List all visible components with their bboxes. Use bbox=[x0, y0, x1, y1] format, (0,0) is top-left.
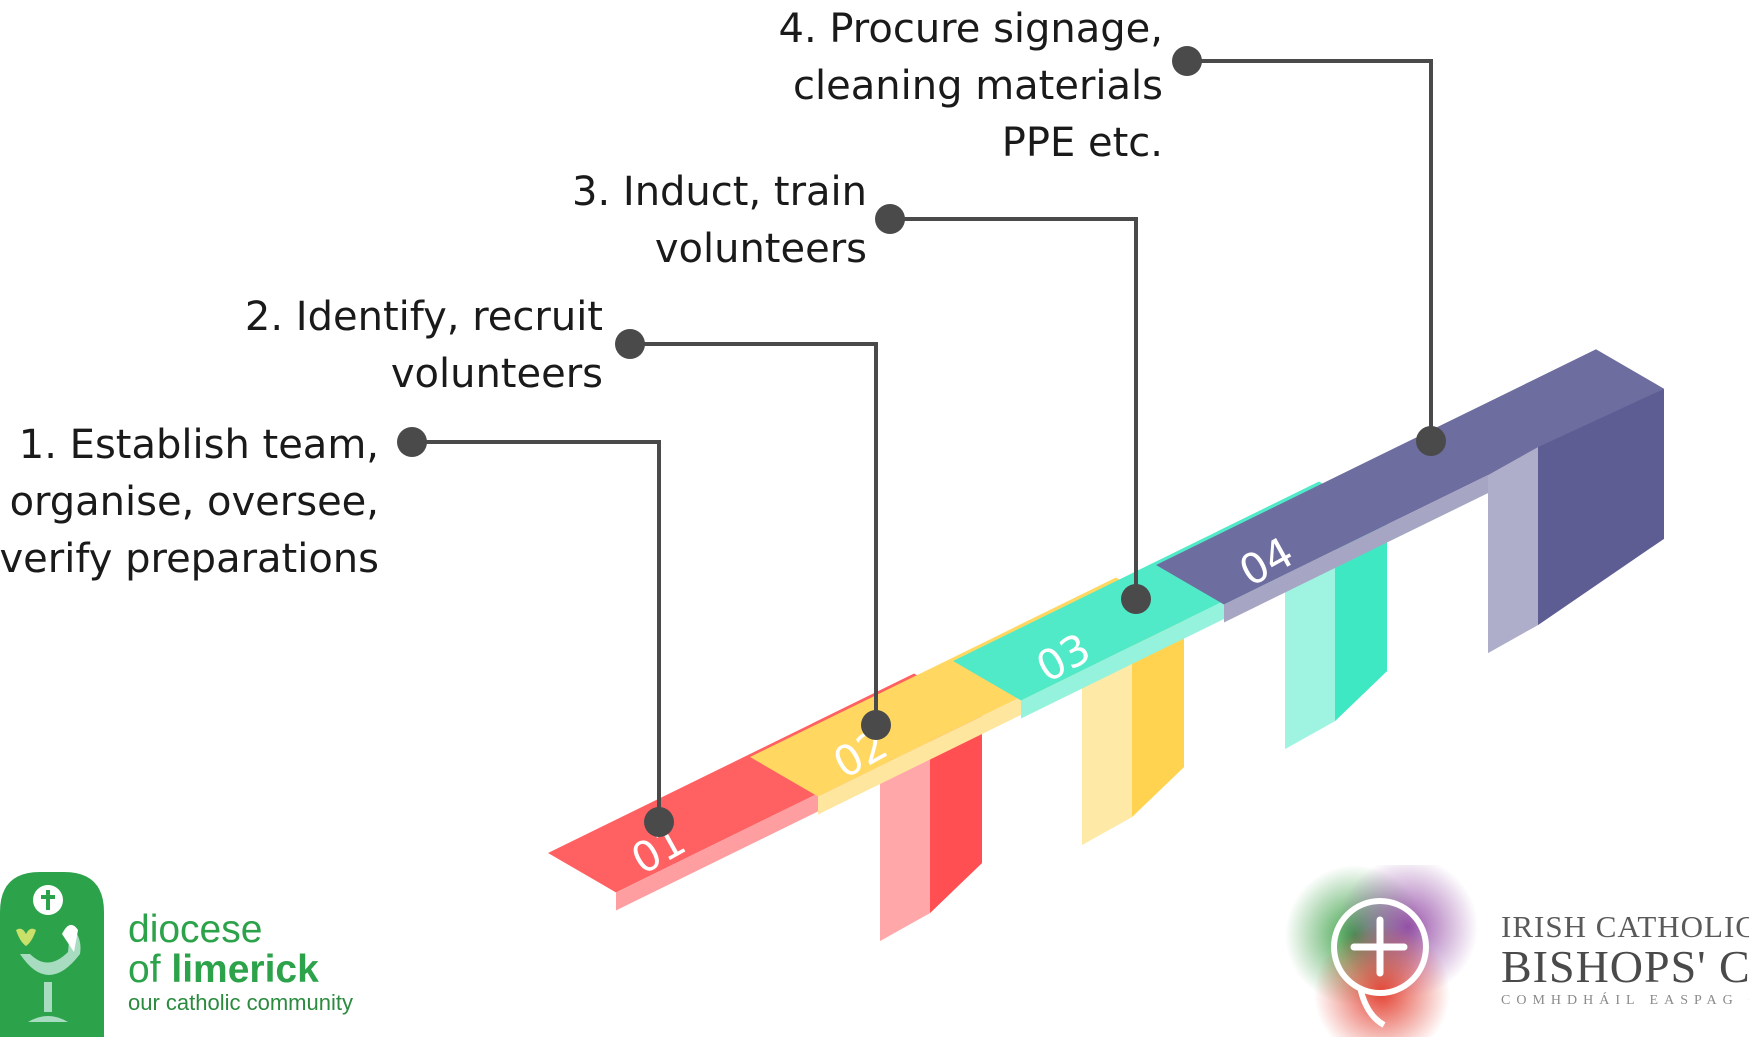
step-2-block-dot bbox=[861, 710, 891, 740]
step-4-connector-line bbox=[1187, 59, 1433, 441]
step-1-side-face bbox=[930, 713, 982, 914]
step-4-side-face bbox=[1538, 388, 1664, 626]
step-3-riser-face bbox=[1285, 543, 1335, 750]
step-2-riser-face bbox=[1082, 639, 1132, 846]
bishops-line3: COMHDHÁIL EASPAG CAITLICEACH ÉIREANN bbox=[1501, 993, 1749, 1008]
step-3-connector-line bbox=[890, 217, 1138, 599]
irish-catholic-bishops-logo: IRISH CATHOLIC BISHOPS' CONFERENCE COMHD… bbox=[1280, 865, 1749, 1037]
step-1-block-dot bbox=[644, 807, 674, 837]
step-4-top-face bbox=[1156, 349, 1664, 605]
bishops-line1: IRISH CATHOLIC bbox=[1501, 909, 1749, 944]
step-1-label-dot bbox=[397, 427, 427, 457]
bishops-line2: BISHOPS' CONFERENCE bbox=[1501, 941, 1749, 992]
diocese-of-limerick-logo: diocese of limerick our catholic communi… bbox=[0, 870, 400, 1037]
step-1-riser-face bbox=[880, 735, 930, 942]
cross-emblem-icon bbox=[1285, 865, 1478, 1037]
step-4-label-dot bbox=[1172, 46, 1202, 76]
limerick-tagline: our catholic community bbox=[128, 990, 353, 1015]
step-1-connector-line bbox=[412, 440, 661, 822]
step-2-connector-line bbox=[630, 342, 878, 725]
step-3-label-dot bbox=[875, 204, 905, 234]
limerick-line1: diocese bbox=[128, 908, 263, 951]
step-2-side-face bbox=[1132, 617, 1184, 818]
step-4-block-dot bbox=[1416, 426, 1446, 456]
step-1-label: 1. Establish team,organise, oversee,veri… bbox=[0, 422, 379, 582]
chalice-icon bbox=[0, 872, 104, 1037]
step-4-riser-face bbox=[1488, 447, 1538, 654]
step-3-block-dot bbox=[1121, 584, 1151, 614]
step-2-label-dot bbox=[615, 329, 645, 359]
limerick-line2: of limerick bbox=[128, 948, 319, 991]
step-3-side-face bbox=[1335, 521, 1387, 722]
